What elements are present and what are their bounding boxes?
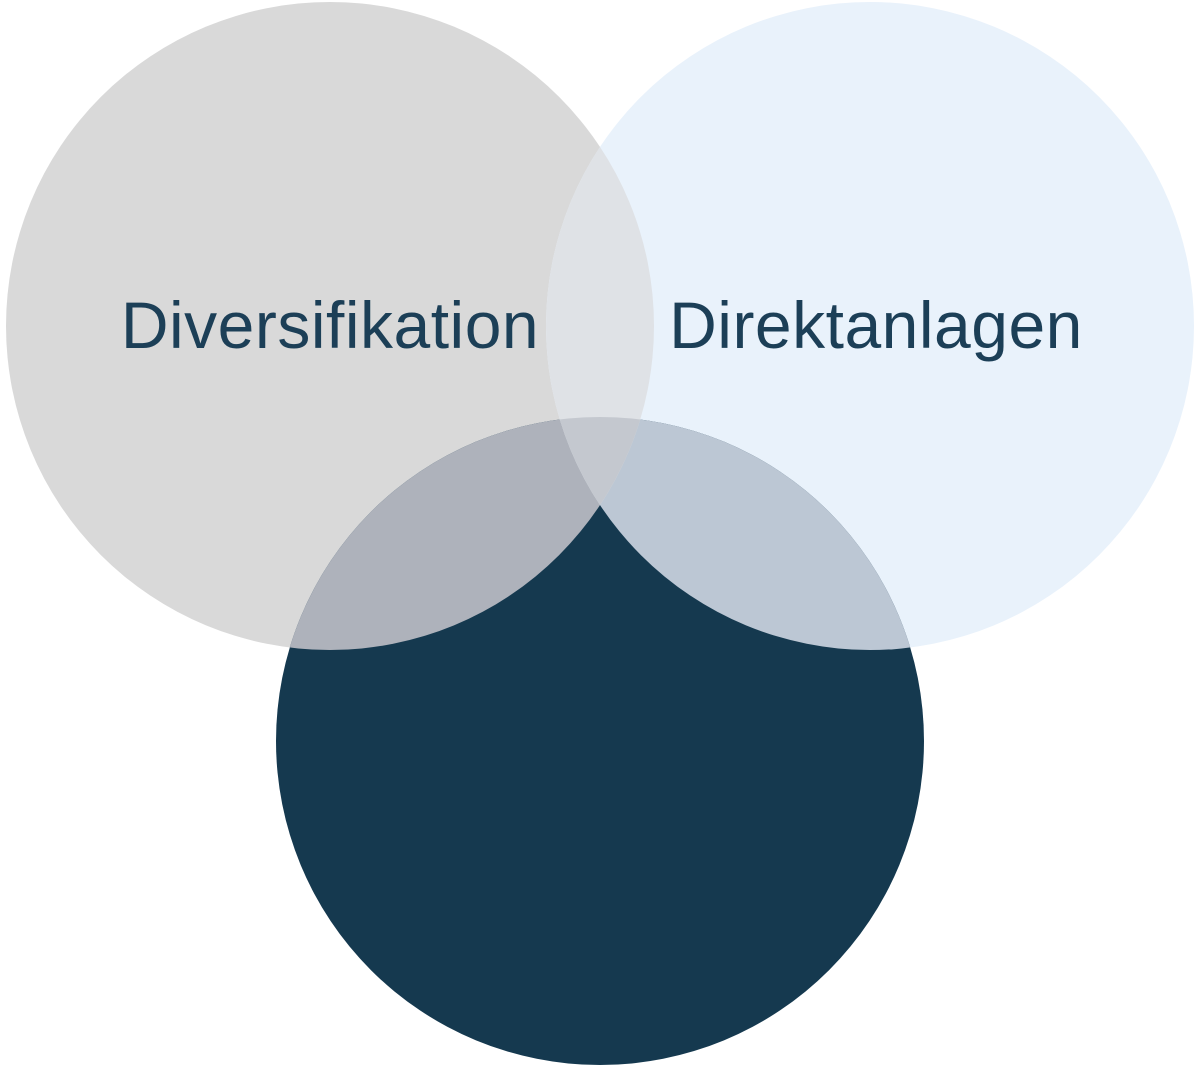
overlap-lightblue-dark [546, 417, 924, 650]
overlap-gray-dark [276, 417, 654, 650]
label-diversifikation: Diversifikation [121, 288, 539, 362]
label-direktanlagen: Direktanlagen [669, 288, 1083, 362]
